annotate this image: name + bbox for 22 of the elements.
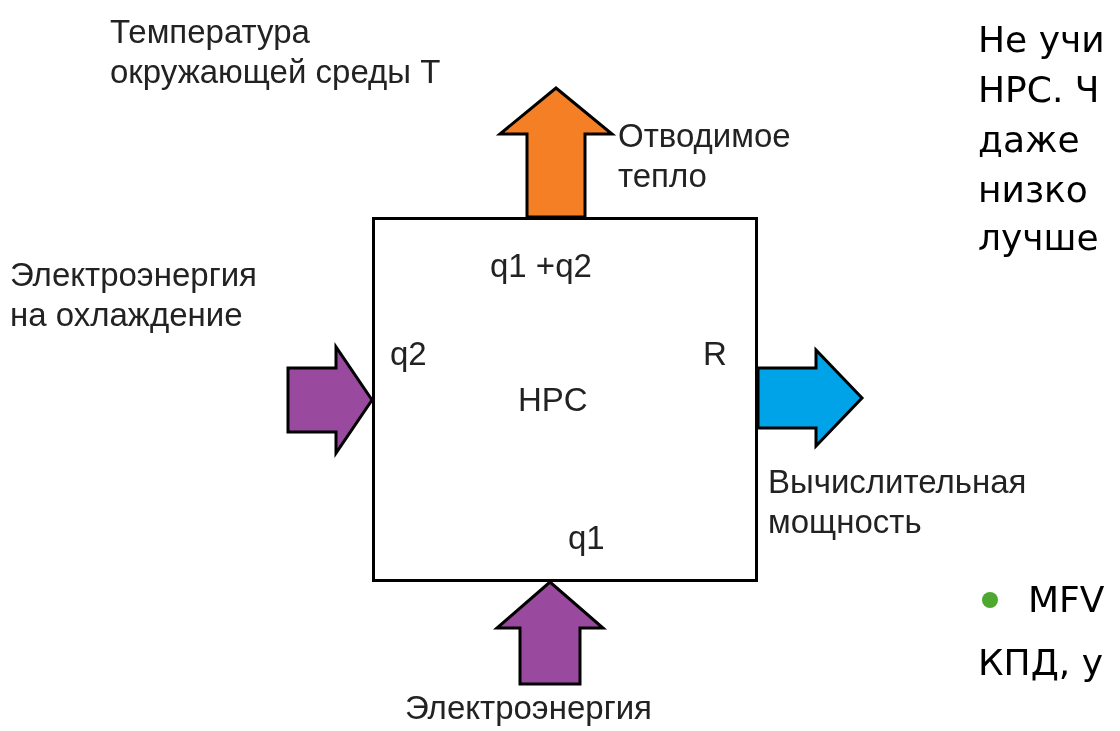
body-text: КПД, у [978,643,1103,683]
body-text: НРС. Ч [978,70,1100,110]
body-text: лучше [978,218,1099,258]
body-text: даже [978,120,1080,160]
flow-endpoint-text: Электроэнергия [405,688,765,728]
system-box [372,217,758,582]
flow-label: q2 [390,334,427,374]
flow-label: R [703,334,727,374]
body-text: низко [978,170,1088,210]
block-arrow [493,580,607,686]
box-title: HPC [518,380,588,420]
flow-endpoint-text: Температура окружающей среды T [110,12,570,92]
flow-endpoint-text: Электроэнергия на охлаждение [10,255,290,335]
flow-label: q1 [568,518,605,558]
block-arrow [495,86,617,219]
block-arrow [286,342,374,458]
edge-label: Отводимое тепло [618,116,792,196]
bullet-text: MFV [1028,580,1105,620]
flow-endpoint-text: Вычислительная мощность [768,462,1118,542]
flow-label: q1 +q2 [490,246,592,286]
body-text: Не учи [978,20,1105,60]
block-arrow [756,346,865,450]
